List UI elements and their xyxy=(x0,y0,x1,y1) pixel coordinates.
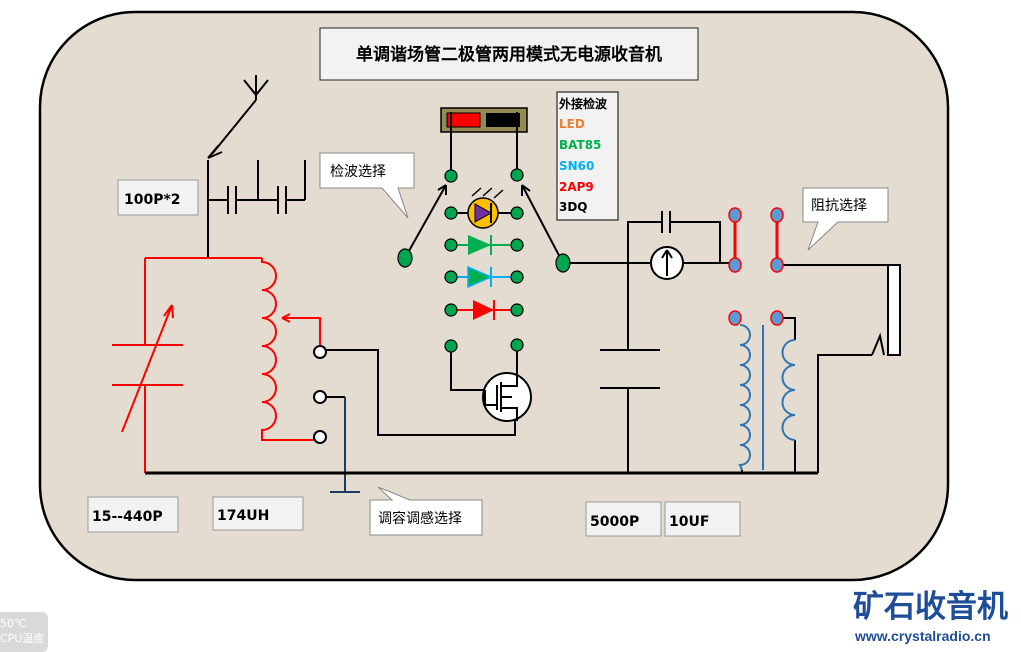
tuning-coil xyxy=(261,258,321,441)
label-boxes xyxy=(87,179,741,537)
callout-detector xyxy=(319,152,415,219)
node[interactable] xyxy=(770,207,784,223)
board-background xyxy=(38,10,950,582)
legend-item: BAT85 xyxy=(559,138,601,152)
legend-item: SN60 xyxy=(559,159,594,173)
node[interactable] xyxy=(555,253,571,273)
fet-3dq-icon xyxy=(482,372,532,422)
legend-title: 外接检波 xyxy=(559,96,608,111)
label-variable-cap: 15--440P xyxy=(92,509,163,525)
label-antenna-cap: 100P*2 xyxy=(124,192,181,208)
node[interactable] xyxy=(728,257,742,273)
diode-bat85-icon xyxy=(451,235,517,255)
node[interactable] xyxy=(770,257,784,273)
title-box xyxy=(319,27,699,81)
variable-capacitor xyxy=(112,257,262,473)
node[interactable] xyxy=(728,207,742,223)
legend-item: 3DQ xyxy=(559,200,588,214)
label-10uf: 10UF xyxy=(669,514,709,530)
transformer-icon xyxy=(738,324,796,471)
detector-wiring xyxy=(404,112,564,391)
callout-detector-text: 检波选择 xyxy=(330,164,386,180)
headphone-jack-icon xyxy=(871,264,901,356)
cpu-temp-value: 50℃ xyxy=(0,617,27,630)
label-coil: 174UH xyxy=(217,508,269,524)
ground-symbol xyxy=(330,397,360,493)
switch-terminal[interactable] xyxy=(313,345,327,359)
meter-icon xyxy=(650,246,684,280)
logo-url: www.crystalradio.cn xyxy=(854,628,991,644)
cpu-temp-widget[interactable]: 50℃ CPU温度 xyxy=(0,612,48,652)
antenna-capacitors xyxy=(207,160,306,258)
legend-item: LED xyxy=(559,117,585,131)
node[interactable] xyxy=(397,248,413,268)
callout-impedance-text: 阻抗选择 xyxy=(811,198,867,214)
diode-sn60-icon xyxy=(451,265,517,289)
external-detector-connector xyxy=(440,107,528,133)
legend-item: 2AP9 xyxy=(559,180,594,194)
cpu-temp-label: CPU温度 xyxy=(0,632,45,645)
label-5000p: 5000P xyxy=(590,514,639,530)
page-title: 单调谐场管二极管两用模式无电源收音机 xyxy=(356,44,662,65)
legend-box xyxy=(556,91,619,221)
callout-tuning-text: 调容调感选择 xyxy=(378,510,462,527)
tuning-switch xyxy=(313,345,516,444)
antenna-icon xyxy=(207,75,269,159)
switch-terminal[interactable] xyxy=(313,390,327,404)
led-icon xyxy=(451,187,517,229)
callout-tuning xyxy=(369,486,483,536)
callout-impedance xyxy=(802,187,889,251)
switch-terminal[interactable] xyxy=(313,430,327,444)
impedance-switch xyxy=(728,207,784,326)
logo-name: 矿石收音机 xyxy=(853,589,1008,625)
diode-2ap9-icon xyxy=(451,300,517,320)
